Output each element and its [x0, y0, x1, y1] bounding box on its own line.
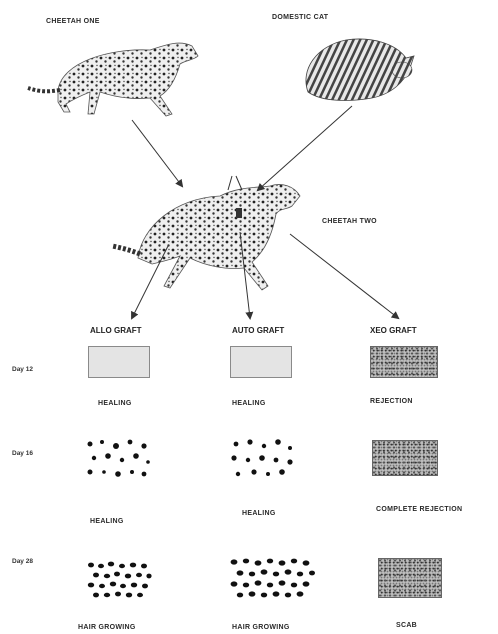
arrow-cheetah-one-to-two	[132, 120, 182, 186]
allo-graft-header: ALLO GRAFT	[90, 326, 142, 335]
xeo-day28-result: SCAB	[396, 622, 417, 629]
xeo-graft-day16-panel	[372, 440, 438, 476]
xeo-graft-header: XEO GRAFT	[370, 326, 417, 335]
xeo-day12-result: REJECTION	[370, 398, 413, 405]
allo-graft-day16-panel	[84, 436, 152, 480]
xeo-graft-day28-panel	[378, 558, 442, 598]
allo-day16-result: HEALING	[90, 518, 124, 525]
cheetah-two-label: CHEETAH TWO	[322, 218, 377, 225]
day-12-label: Day 12	[12, 366, 33, 373]
cheetah-one-label: CHEETAH ONE	[46, 18, 100, 25]
arrow-cat-to-cheetah-two	[258, 106, 352, 190]
day-28-label: Day 28	[12, 558, 33, 565]
auto-graft-day12-panel	[230, 346, 292, 378]
xeo-day16-result: COMPLETE REJECTION	[376, 506, 462, 513]
tick-line-b	[236, 176, 242, 190]
tick-line-a	[228, 176, 232, 190]
arrow-to-xeo-graft	[290, 234, 398, 318]
domestic-cat-label: DOMESTIC CAT	[272, 14, 328, 21]
auto-graft-header: AUTO GRAFT	[232, 326, 284, 335]
auto-day16-result: HEALING	[242, 510, 276, 517]
allo-day28-result: HAIR GROWING	[78, 624, 136, 631]
allo-graft-day28-panel	[86, 560, 152, 600]
xeo-graft-day12-panel	[370, 346, 438, 378]
auto-day28-result: HAIR GROWING	[232, 624, 290, 631]
cheetah-one-image	[28, 43, 198, 116]
allo-day12-result: HEALING	[98, 400, 132, 407]
auto-day12-result: HEALING	[232, 400, 266, 407]
day-16-label: Day 16	[12, 450, 33, 457]
auto-graft-day16-panel	[228, 436, 296, 480]
auto-graft-day28-panel	[228, 556, 318, 600]
domestic-cat-image	[306, 39, 414, 101]
allo-graft-day12-panel	[88, 346, 150, 378]
cheetah-two-image	[112, 184, 300, 290]
